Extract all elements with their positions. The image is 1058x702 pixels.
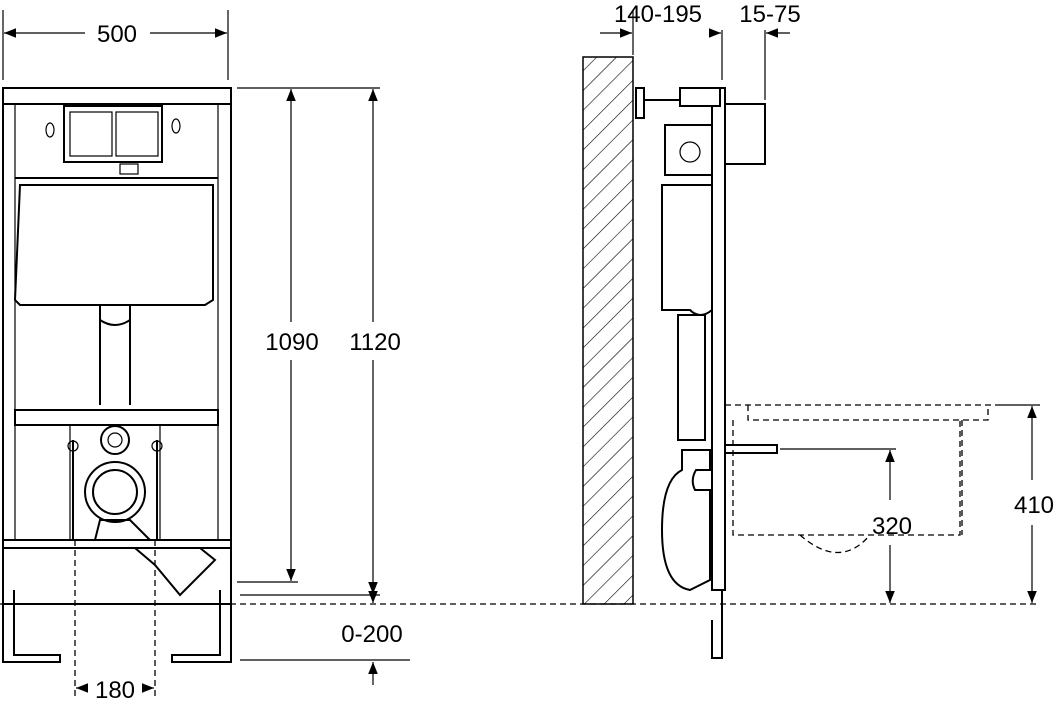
frame-profile	[711, 87, 726, 591]
water-connection	[724, 444, 778, 454]
flush-plate-side	[724, 103, 766, 165]
crossbar	[14, 409, 219, 426]
dim-wall-finish: 15-75	[739, 1, 800, 28]
dim-frame-height-total: 1120	[349, 329, 401, 356]
left-leg	[2, 590, 61, 663]
outlet-pipe	[132, 547, 217, 597]
dim-leg-adjust: 0-200	[341, 621, 402, 648]
front-view: 500 1090 1120 0-200 180	[2, 10, 410, 702]
dim-bowl-height: 410	[1014, 492, 1054, 519]
dim-outlet-height: 320	[872, 513, 912, 540]
cistern	[13, 177, 218, 306]
dim-bolt-spacing: 180	[95, 677, 135, 702]
wall	[582, 56, 634, 605]
wc-bowl-outline	[725, 404, 1000, 554]
right-leg	[171, 590, 232, 663]
dim-frame-width: 500	[97, 21, 137, 48]
cistern-side	[661, 184, 713, 316]
flush-plate	[63, 105, 163, 163]
waste-bend	[660, 449, 711, 592]
side-view: 140-195 15-75 320 410	[582, 1, 1054, 659]
dim-wall-distance: 140-195	[614, 1, 702, 28]
dim-frame-height-inner: 1090	[265, 329, 318, 356]
frame-outline	[2, 87, 232, 605]
